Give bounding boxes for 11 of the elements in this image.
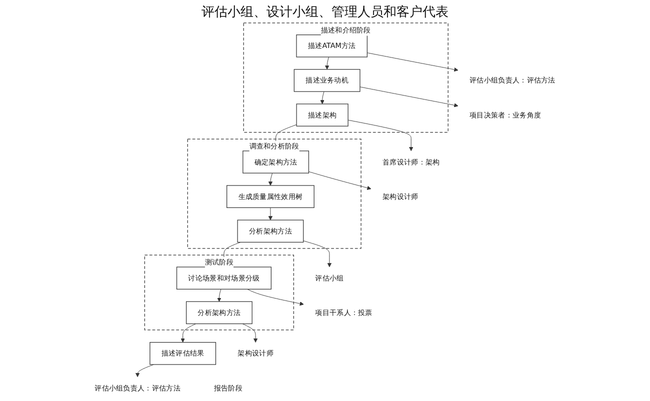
node-box [296, 104, 348, 126]
node-box [242, 150, 310, 174]
node-box [294, 69, 360, 92]
node-box [237, 220, 304, 243]
note-text: 评估小组、设计小组、管理人员和客户代表 [202, 4, 448, 21]
node-box [176, 266, 272, 290]
node-box [150, 342, 216, 365]
cluster [144, 254, 294, 330]
node-box [296, 34, 368, 58]
node-box [226, 185, 314, 208]
node-box [186, 301, 252, 324]
